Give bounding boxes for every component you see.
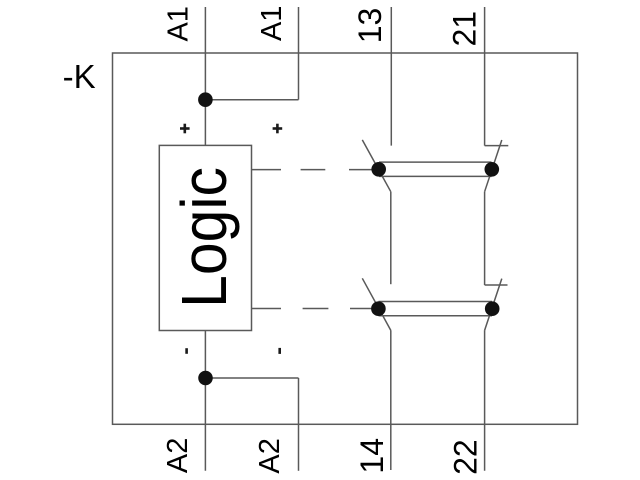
svg-text:13: 13: [352, 8, 388, 44]
svg-text:A1: A1: [256, 6, 288, 41]
svg-text:A2: A2: [254, 438, 286, 473]
svg-text:22: 22: [448, 439, 484, 475]
svg-text:-K: -K: [63, 58, 96, 95]
svg-text:A2: A2: [162, 438, 194, 473]
svg-text:A1: A1: [162, 6, 194, 41]
svg-text:21: 21: [446, 11, 482, 47]
svg-text:14: 14: [354, 438, 390, 474]
svg-text:Logic: Logic: [169, 167, 241, 308]
